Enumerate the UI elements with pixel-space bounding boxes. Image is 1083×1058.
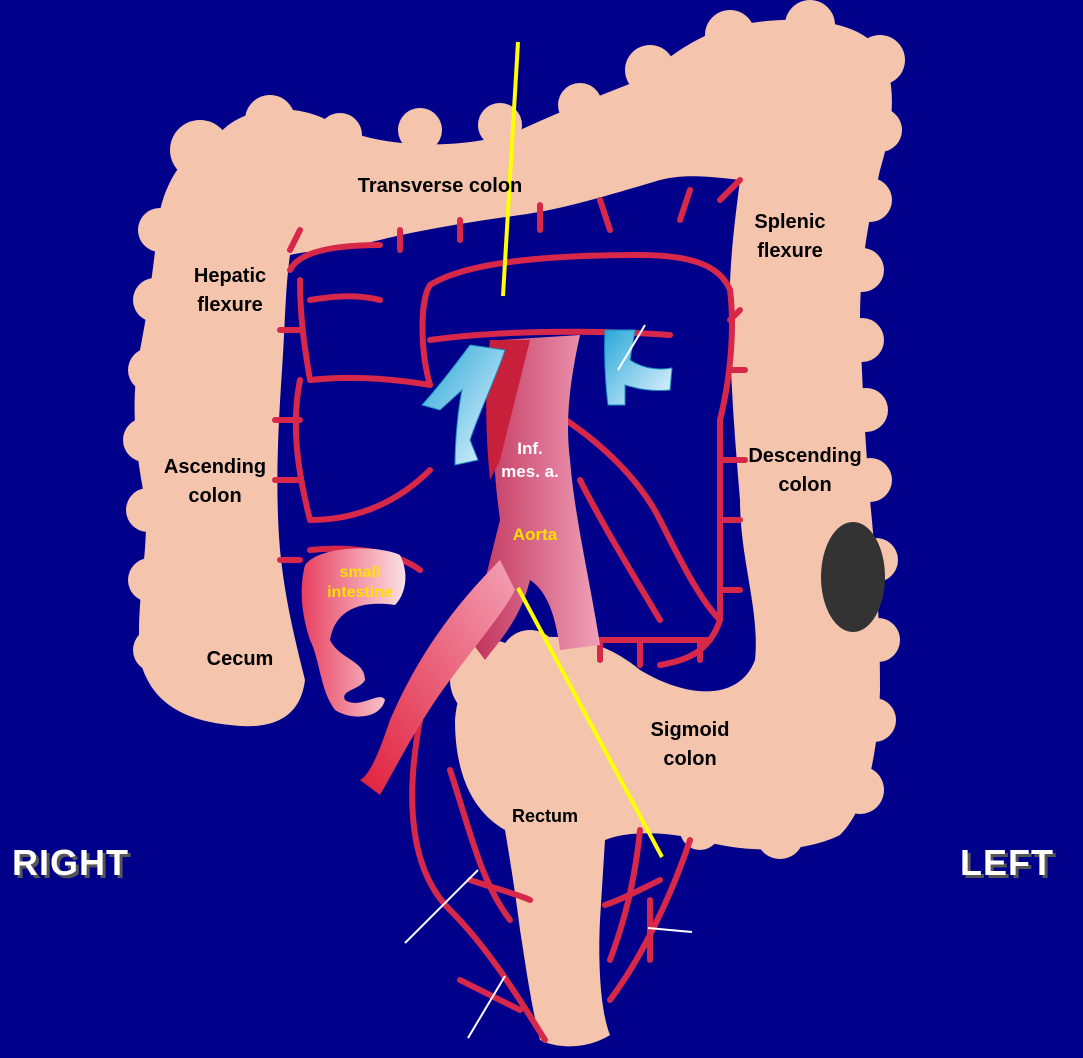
label-sigmoid-colon: Sigmoid colon <box>630 716 750 774</box>
side-label-left: LEFT <box>960 842 1054 884</box>
label-transverse-colon: Transverse colon <box>320 172 560 201</box>
label-ascending-colon: Ascending colon <box>140 453 290 511</box>
label-small-intestine: small intestine <box>305 563 415 603</box>
label-cecum: Cecum <box>180 645 300 674</box>
label-splenic-flexure: Splenic flexure <box>730 208 850 266</box>
label-rectum: Rectum <box>485 802 605 831</box>
label-inf-mes-a: Inf. mes. a. <box>480 437 580 483</box>
tumor <box>821 522 885 632</box>
label-aorta: Aorta <box>490 525 580 545</box>
side-label-right: RIGHT <box>12 842 129 884</box>
label-hepatic-flexure: Hepatic flexure <box>170 262 290 320</box>
label-descending-colon: Descending colon <box>725 442 885 500</box>
